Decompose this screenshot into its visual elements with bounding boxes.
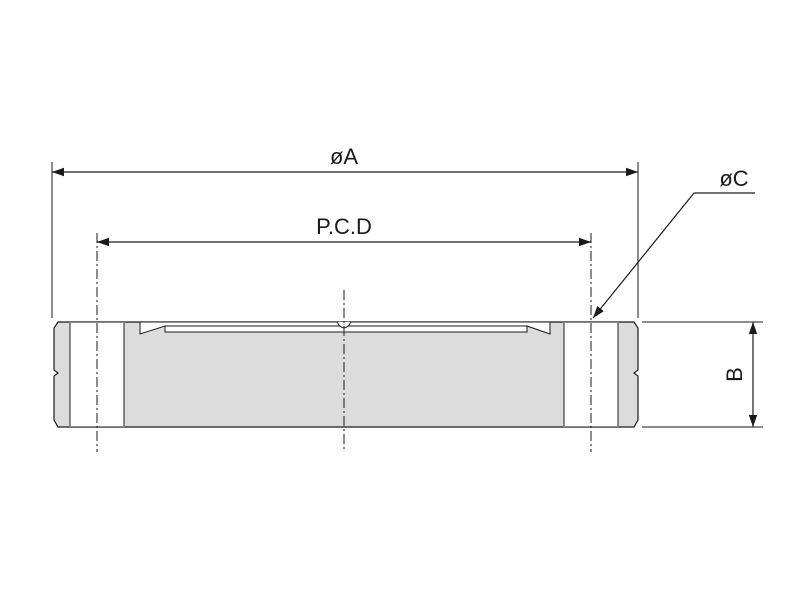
knife-edge-recess: [139, 321, 551, 335]
bolt-hole-right: [563, 322, 619, 427]
flange-body: [53, 321, 639, 428]
label-pitch-circle: P.C.D: [316, 214, 372, 239]
leader-line-c: [592, 192, 695, 319]
label-thickness: B: [722, 367, 747, 382]
label-outer-diameter: øA: [330, 144, 358, 169]
bolt-hole-left: [69, 322, 125, 427]
label-hole-diameter: øC: [719, 166, 748, 191]
